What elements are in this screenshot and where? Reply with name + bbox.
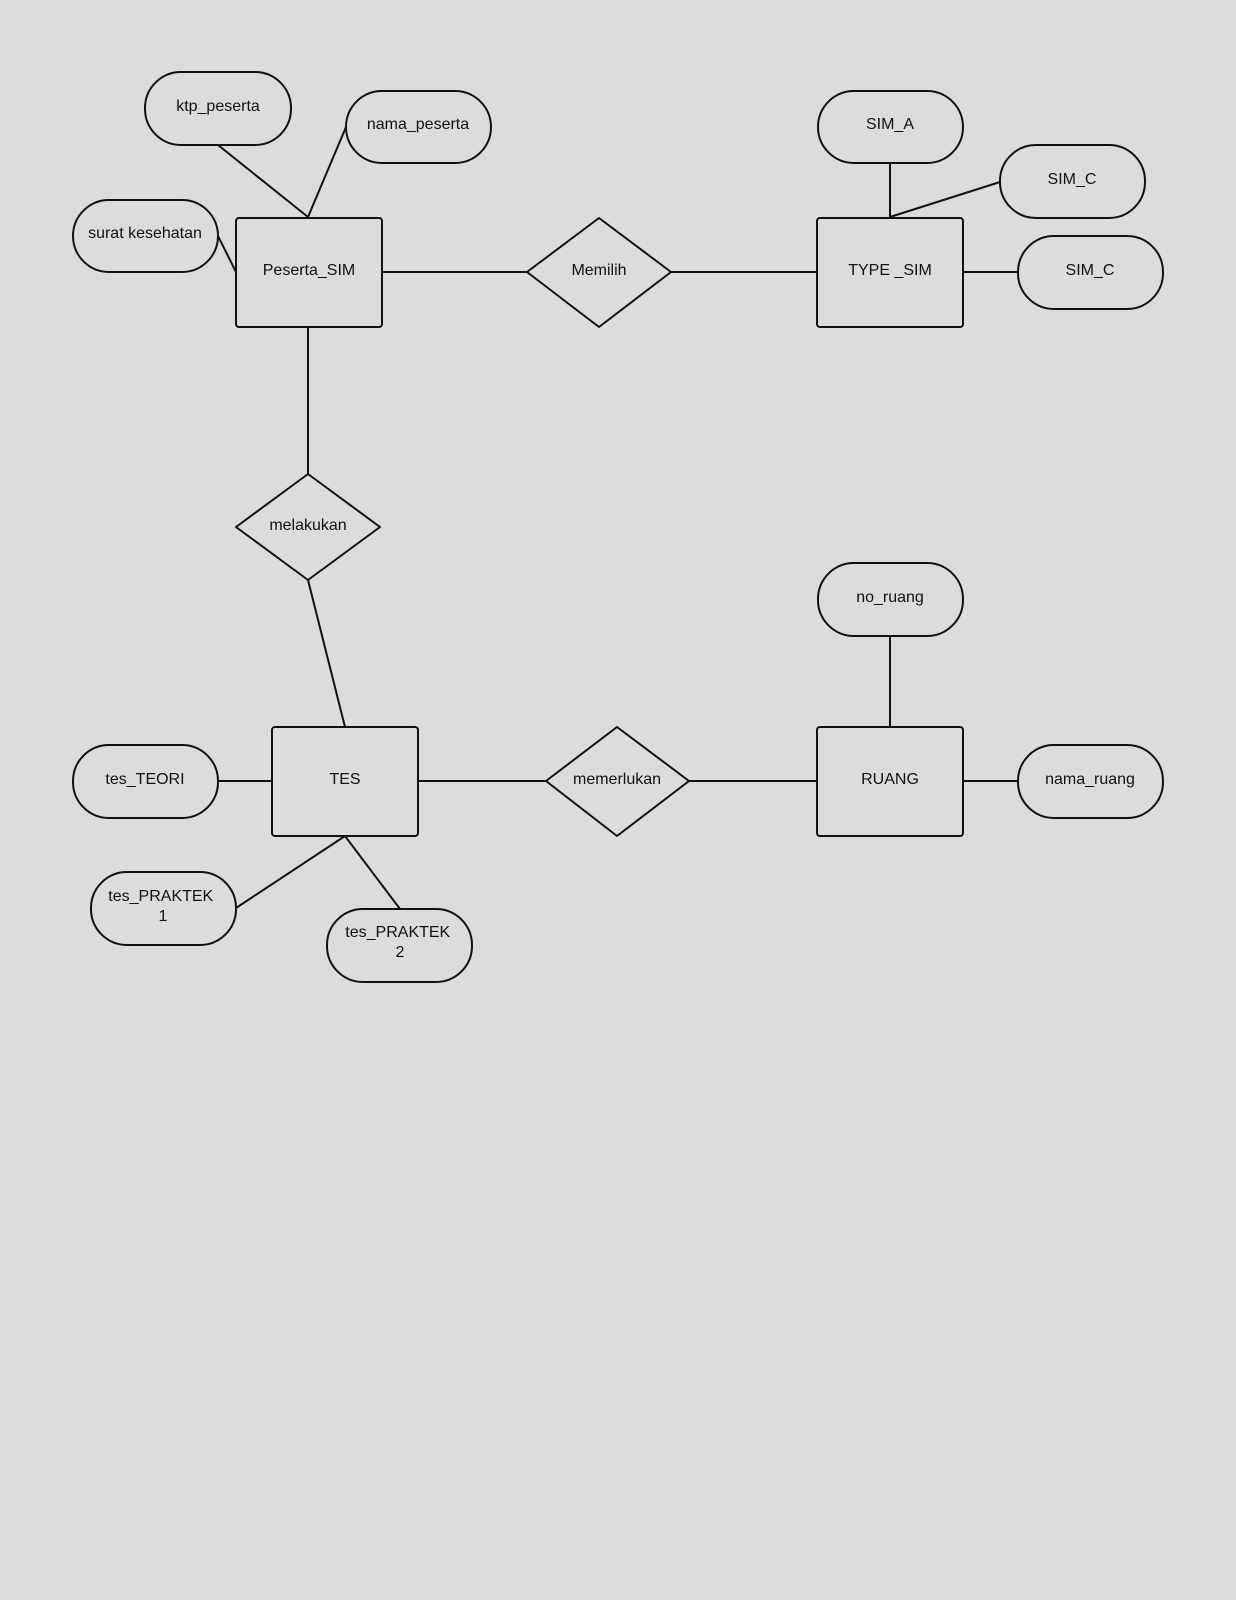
entity-peserta-sim: Peserta_SIM <box>235 217 383 328</box>
attribute-tes-praktek-1-line1: tes_PRAKTEK <box>108 888 213 905</box>
attribute-ktp-peserta-label: ktp_peserta <box>176 98 260 115</box>
attribute-tes-praktek-2: tes_PRAKTEK 2 <box>326 908 473 983</box>
line-tes-praktek-2 <box>344 835 401 910</box>
entity-type-sim: TYPE _SIM <box>816 217 964 328</box>
relationship-melakukan: melakukan <box>235 473 381 581</box>
line-surat-kesehatan <box>217 235 237 273</box>
attribute-tes-praktek-1-line2: 1 <box>159 908 168 925</box>
attribute-no-ruang-label: no_ruang <box>856 589 924 606</box>
attribute-sim-c-lower: SIM_C <box>1017 235 1164 310</box>
entity-ruang: RUANG <box>816 726 964 837</box>
attribute-sim-a: SIM_A <box>817 90 964 164</box>
relationship-memerlukan: memerlukan <box>545 726 690 837</box>
attribute-no-ruang: no_ruang <box>817 562 964 637</box>
entity-peserta-sim-label: Peserta_SIM <box>263 262 355 279</box>
relationship-memilih-label: Memilih <box>571 262 626 279</box>
attribute-nama-peserta: nama_peserta <box>345 90 492 164</box>
attribute-tes-teori: tes_TEORI <box>72 744 219 819</box>
relationship-melakukan-label: melakukan <box>269 517 346 534</box>
entity-tes: TES <box>271 726 419 837</box>
attribute-sim-c-upper-label: SIM_C <box>1048 171 1097 188</box>
attribute-nama-ruang: nama_ruang <box>1017 744 1164 819</box>
attribute-sim-c-lower-label: SIM_C <box>1066 262 1115 279</box>
attribute-tes-praktek-1: tes_PRAKTEK 1 <box>90 871 237 946</box>
relationship-memerlukan-label: memerlukan <box>573 771 661 788</box>
attribute-sim-a-label: SIM_A <box>866 116 914 133</box>
line-nama-peserta <box>307 126 347 218</box>
attribute-nama-ruang-label: nama_ruang <box>1045 771 1135 788</box>
entity-ruang-label: RUANG <box>861 771 919 788</box>
attribute-tes-praktek-2-line2: 2 <box>396 944 405 961</box>
entity-type-sim-label: TYPE _SIM <box>848 262 932 279</box>
line-tes-praktek-1 <box>235 835 346 909</box>
attribute-tes-praktek-2-line1: tes_PRAKTEK <box>345 924 450 941</box>
line-melakukan-tes <box>307 579 346 728</box>
relationship-memilih: Memilih <box>526 217 672 328</box>
attribute-surat-kesehatan: surat kesehatan <box>72 199 219 273</box>
attribute-nama-peserta-label: nama_peserta <box>367 116 469 133</box>
line-sim-c-upper <box>889 181 1001 218</box>
attribute-ktp-peserta: ktp_peserta <box>144 71 292 146</box>
entity-tes-label: TES <box>329 771 360 788</box>
attribute-tes-praktek-1-label: tes_PRAKTEK 1 <box>108 888 217 925</box>
attribute-sim-c-upper: SIM_C <box>999 144 1146 219</box>
attribute-tes-praktek-2-label: tes_PRAKTEK 2 <box>345 924 454 961</box>
attribute-tes-teori-label: tes_TEORI <box>105 771 184 788</box>
connectors <box>217 126 1018 910</box>
attribute-surat-kesehatan-label: surat kesehatan <box>88 225 202 242</box>
line-ktp-peserta <box>217 144 309 218</box>
